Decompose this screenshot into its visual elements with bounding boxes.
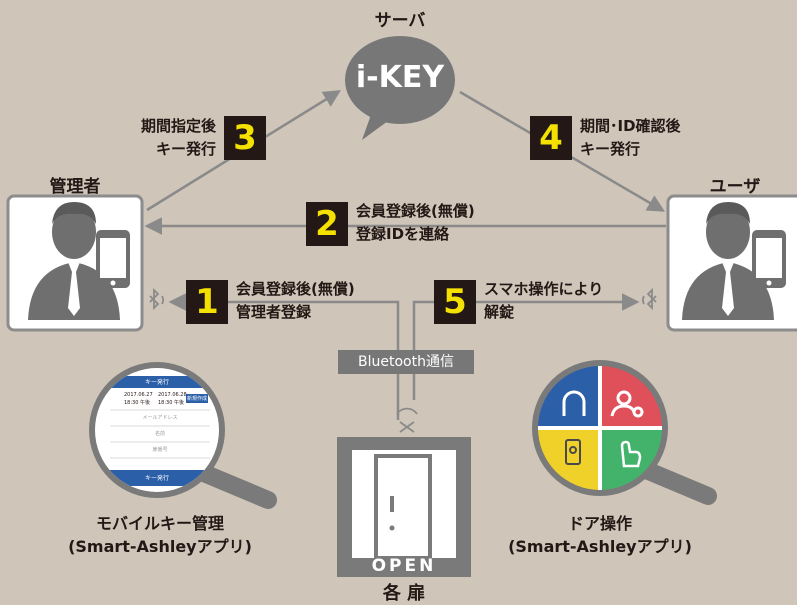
touch-icon — [620, 440, 642, 468]
bluetooth-icon-admin — [149, 287, 164, 311]
mobile-app-magnifier — [89, 362, 277, 509]
app-screen-time-to: 18:30 午後 — [158, 400, 184, 406]
user-card — [666, 194, 797, 332]
bluetooth-label-box — [338, 350, 474, 374]
step-2-line1: 会員登録後(無償) — [356, 202, 475, 220]
admin-card — [6, 194, 144, 332]
bluetooth-label: Bluetooth通信 — [358, 354, 454, 370]
user-label: ユーザ — [709, 177, 761, 197]
phone-search-icon — [565, 439, 581, 465]
app-screen-header: キー発行 — [144, 379, 169, 386]
admin-label: 管理者 — [49, 177, 101, 197]
touch-tile — [600, 428, 662, 490]
app-screen-confirm-button: 新規作成 — [186, 396, 207, 402]
lock-icon — [562, 390, 586, 416]
user-person-icon — [682, 202, 774, 320]
server-name: i-KEY — [355, 60, 445, 95]
server-bubble — [345, 36, 455, 140]
step-4-line1: 期間･ID確認後 — [580, 117, 681, 135]
step-4-number: 4 — [530, 116, 572, 160]
app-screen-date-from: 2017.06.27 — [124, 392, 153, 398]
mobile-app-caption-line2: (Smart-Ashleyアプリ) — [68, 537, 252, 556]
user-phone-icon — [752, 230, 786, 288]
arrow-1 — [168, 293, 400, 420]
step-3-line1: 期間指定後 — [140, 117, 216, 135]
app-screen-date-to: 2017.06.28 — [158, 392, 187, 398]
step-5-number: 5 — [434, 280, 476, 324]
door-app-caption-line2: (Smart-Ashleyアプリ) — [508, 537, 692, 556]
lock-tile — [538, 366, 600, 428]
mobile-app-caption-line1: モバイルキー管理 — [95, 514, 224, 533]
bluetooth-icon-door — [396, 407, 418, 433]
step-5-line1: スマホ操作により — [484, 280, 604, 298]
phone-tile — [538, 428, 600, 490]
app-screen-issue-button: キー発行 — [144, 475, 169, 482]
step-2-line2: 登録IDを連絡 — [356, 225, 450, 243]
app-screen-time-from: 18:30 午後 — [124, 400, 150, 406]
door-icon — [337, 437, 471, 577]
app-screen-field-email: メールアドレス — [142, 415, 178, 421]
bluetooth-icon-user — [642, 287, 657, 311]
door-open-label: OPEN — [371, 556, 437, 576]
step-4-line2: キー発行 — [580, 140, 641, 158]
door-app-magnifier — [532, 360, 717, 505]
door-caption: 各 扉 — [382, 583, 426, 604]
step-3-number: 3 — [224, 116, 266, 160]
server-label: サーバ — [374, 11, 426, 31]
step-3-line2: キー発行 — [155, 140, 216, 158]
step-2-number: 2 — [306, 202, 348, 246]
door-app-caption-line1: ドア操作 — [567, 514, 632, 533]
step-1-line1: 会員登録後(無償) — [236, 280, 355, 298]
app-screen-field-name: 名前 — [154, 431, 165, 437]
app-screen-field-door: 扉番号 — [152, 447, 168, 453]
step-1-number: 1 — [186, 280, 228, 324]
step-1-line2: 管理者登録 — [236, 303, 312, 321]
user-gear-icon — [610, 390, 644, 418]
step-5-line2: 解錠 — [484, 303, 515, 321]
admin-phone-icon — [96, 230, 130, 288]
